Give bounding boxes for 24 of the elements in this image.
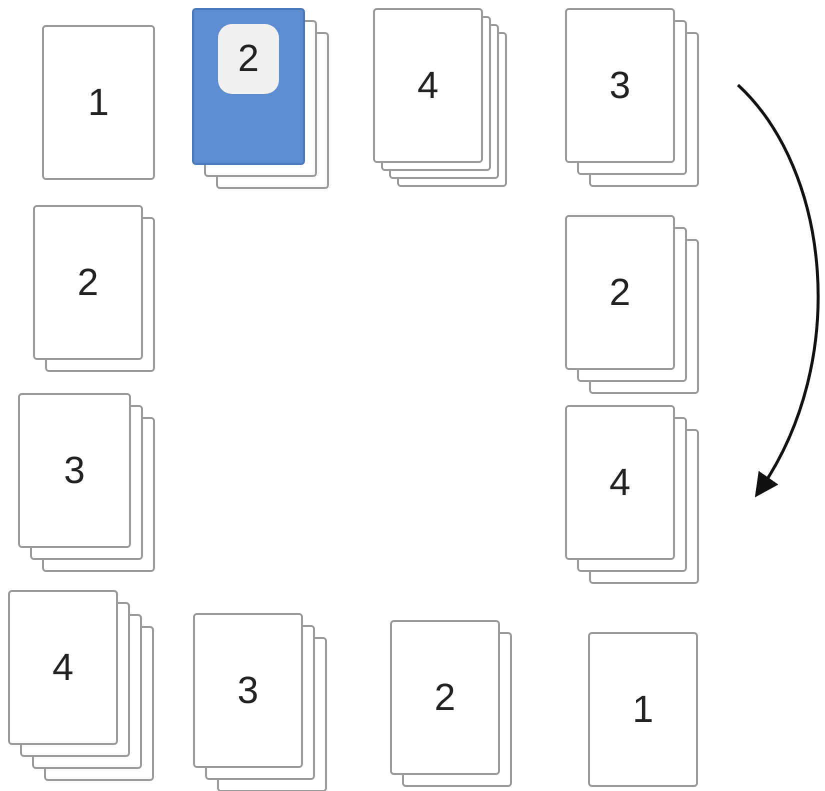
- card-number: 1: [632, 690, 654, 728]
- card-number: 4: [609, 464, 631, 502]
- card: [42, 25, 155, 180]
- card-number: 2: [77, 264, 99, 302]
- card-number: 3: [64, 452, 86, 490]
- highlighted-card: [192, 8, 305, 165]
- card-number: 2: [218, 24, 280, 94]
- card: [373, 8, 483, 163]
- card-number: 2: [434, 678, 456, 716]
- card-number: 3: [609, 66, 631, 104]
- card: [8, 590, 118, 745]
- card: [565, 8, 675, 163]
- card-number: 2: [609, 274, 631, 312]
- card: [565, 405, 675, 560]
- card: [588, 632, 698, 787]
- card-number: 3: [237, 672, 259, 710]
- card: [33, 205, 143, 360]
- card-number: 4: [417, 66, 439, 104]
- card: [565, 215, 675, 370]
- card: [18, 393, 131, 548]
- card-number: 1: [88, 84, 110, 122]
- card: [390, 620, 500, 775]
- card-number: 4: [52, 648, 74, 686]
- card: [193, 613, 303, 768]
